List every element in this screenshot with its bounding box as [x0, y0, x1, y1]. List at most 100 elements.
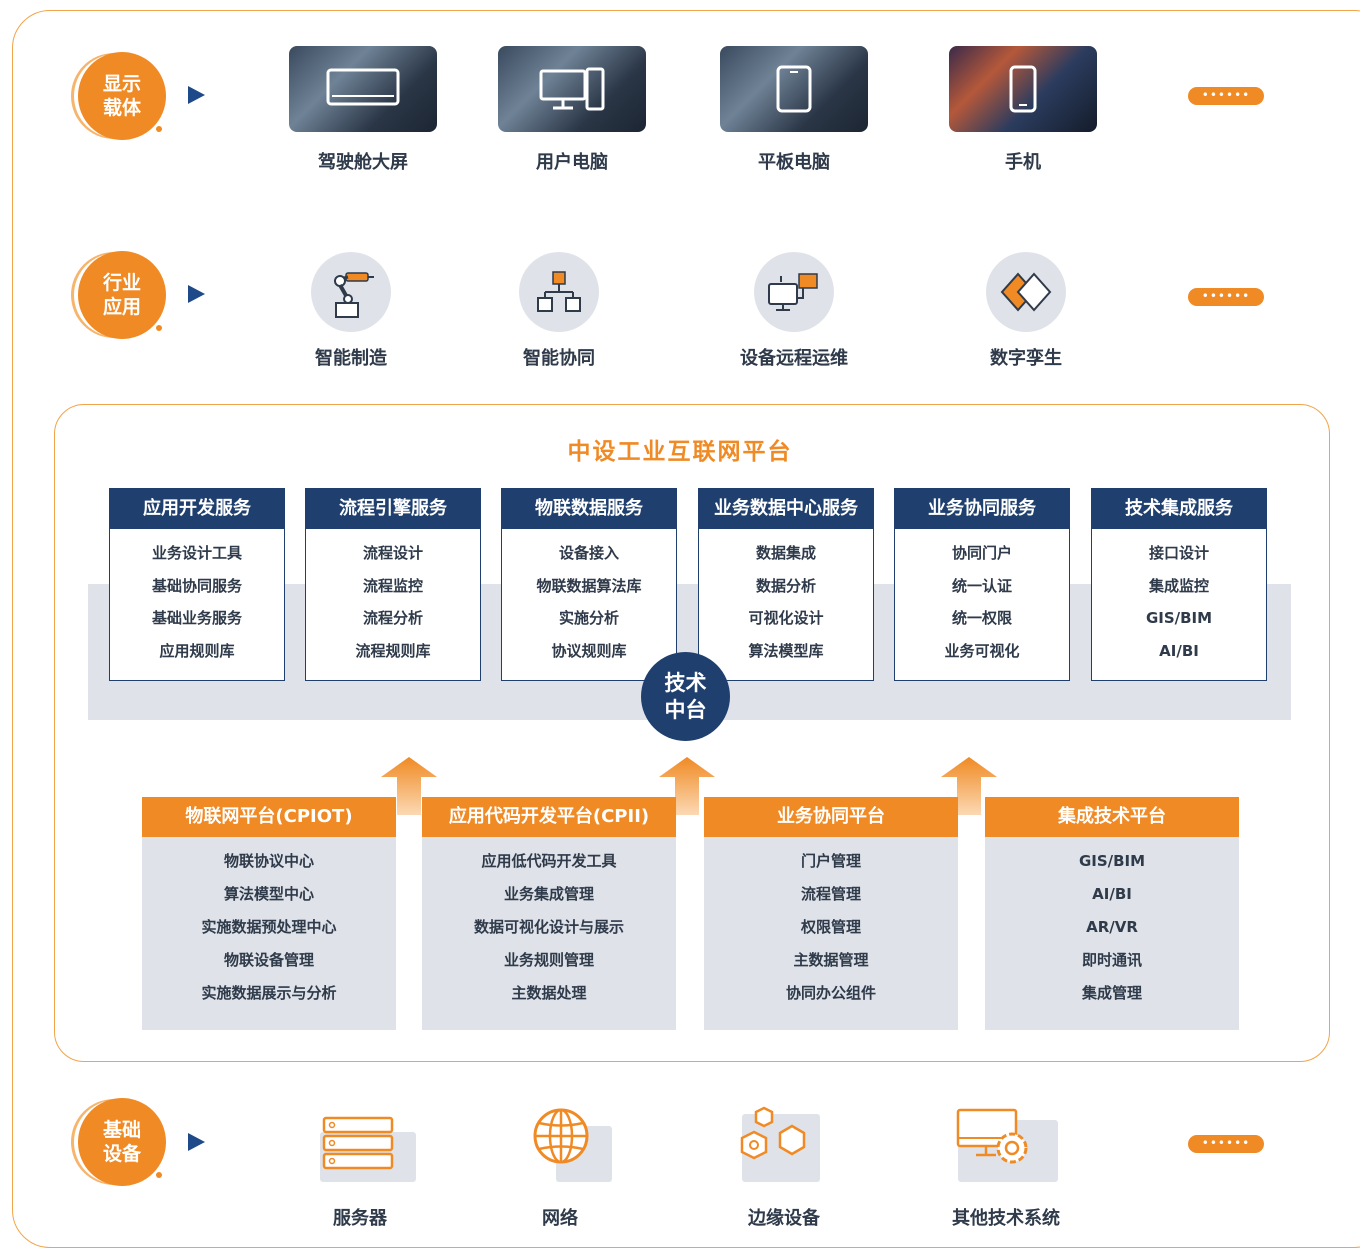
service-item: GIS/BIM [1145, 609, 1213, 627]
service-item: 基础协同服务 [151, 576, 242, 595]
service-item: 业务设计工具 [151, 544, 242, 562]
industry-application-badge: 行业应用 [78, 251, 166, 339]
tech-middle-hub: 技术中台 [641, 652, 730, 741]
sub-platform-item: 实施数据预处理中心 [201, 918, 337, 936]
sub-platform-item: 权限管理 [800, 918, 861, 936]
service-item: 业务可视化 [944, 641, 1020, 660]
up-arrow-icon [941, 757, 997, 815]
more-indicator: •••••• [1188, 1135, 1264, 1153]
infrastructure-badge: 基础设备 [78, 1098, 166, 1186]
service-item: 基础业务服务 [151, 609, 242, 627]
service-title: 应用开发服务 [110, 489, 284, 529]
twin-diamonds-icon [986, 252, 1066, 332]
device-label: 手机 [1005, 152, 1041, 173]
sub-platform-item: 业务集成管理 [503, 885, 594, 903]
row-arrow-icon [188, 1133, 205, 1151]
platform-frame [54, 404, 1330, 1062]
service-item: 流程分析 [362, 609, 423, 627]
sub-platform-item: 物联设备管理 [223, 951, 314, 969]
display-carrier-badge: 显示载体 [78, 52, 166, 140]
application-label: 数字孪生 [990, 348, 1062, 369]
remote-device-icon [754, 252, 834, 332]
service-title: 技术集成服务 [1092, 489, 1266, 529]
sub-platform-item: 主数据管理 [793, 951, 869, 969]
monitor-gear-icon [956, 1106, 1058, 1182]
service-title: 业务协同服务 [895, 489, 1069, 529]
service-item: 流程规则库 [355, 641, 431, 660]
up-arrow-icon [381, 757, 437, 815]
service-item: 统一权限 [951, 609, 1012, 627]
sub-platform-title: 业务协同平台 [704, 797, 958, 837]
service-item: 设备接入 [558, 544, 619, 562]
sub-platform-item: 门户管理 [800, 852, 861, 870]
sub-platform-item: 流程管理 [800, 885, 861, 903]
service-title: 物联数据服务 [502, 489, 676, 529]
sub-platform-box: 业务协同平台 门户管理 流程管理 权限管理 主数据管理 协同办公组件 [704, 797, 958, 1030]
infrastructure-label: 边缘设备 [748, 1208, 820, 1229]
sub-platform-item: AR/VR [1086, 918, 1138, 936]
mobile-phone-icon [1009, 65, 1037, 113]
service-item: 统一认证 [951, 576, 1012, 595]
service-item: 协同门户 [951, 544, 1012, 562]
sub-platform-item: 应用低代码开发工具 [481, 852, 617, 870]
sub-platform-item: 物联协议中心 [223, 852, 314, 870]
row-arrow-icon [188, 285, 205, 303]
sub-platform-title: 集成技术平台 [985, 797, 1239, 837]
service-item: 数据集成 [755, 544, 816, 562]
sub-platform-item: 即时通讯 [1081, 951, 1142, 969]
sub-platform-item: 业务规则管理 [503, 951, 594, 969]
application-label: 智能协同 [523, 348, 595, 369]
infrastructure-label: 服务器 [333, 1208, 387, 1229]
infrastructure-label: 其他技术系统 [952, 1208, 1060, 1229]
monitor-icon [326, 68, 400, 110]
sub-platform-item: AI/BI [1092, 885, 1132, 903]
application-label: 智能制造 [315, 348, 387, 369]
server-icon [318, 1106, 418, 1182]
service-title: 流程引擎服务 [306, 489, 480, 529]
row-arrow-icon [188, 86, 205, 104]
device-card-tablet [720, 46, 868, 132]
globe-icon [530, 1106, 630, 1182]
sub-platform-item: 协同办公组件 [785, 984, 876, 1002]
sub-platform-title: 应用代码开发平台(CPII) [422, 797, 676, 837]
service-item: 协议规则库 [551, 641, 627, 660]
desktop-computer-icon [539, 67, 605, 111]
device-label: 平板电脑 [758, 152, 830, 173]
device-label: 用户电脑 [536, 152, 608, 173]
device-card-cockpit-screen [289, 46, 437, 132]
sub-platform-item: 数据可视化设计与展示 [473, 918, 624, 936]
device-card-phone [949, 46, 1097, 132]
service-item: 接口设计 [1148, 544, 1209, 562]
tablet-icon [776, 65, 812, 113]
sub-platform-item: 实施数据展示与分析 [201, 984, 337, 1002]
service-item: 流程设计 [362, 544, 423, 562]
service-item: 流程监控 [362, 576, 423, 595]
org-chart-icon [519, 252, 599, 332]
service-item: 算法模型库 [748, 641, 824, 660]
sub-platform-item: 算法模型中心 [223, 885, 314, 903]
service-item: 应用规则库 [159, 641, 235, 660]
service-item: 数据分析 [755, 576, 816, 595]
device-label: 驾驶舱大屏 [318, 152, 408, 173]
service-box: 应用开发服务 业务设计工具 基础协同服务 基础业务服务 应用规则库 [109, 488, 285, 681]
service-box: 技术集成服务 接口设计 集成监控 GIS/BIM AI/BI [1091, 488, 1267, 681]
service-title: 业务数据中心服务 [699, 489, 873, 529]
sub-platform-box: 应用代码开发平台(CPII) 应用低代码开发工具 业务集成管理 数据可视化设计与… [422, 797, 676, 1030]
application-label: 设备远程运维 [740, 348, 848, 369]
device-card-user-pc [498, 46, 646, 132]
sub-platform-item: 主数据处理 [511, 984, 587, 1002]
more-indicator: •••••• [1188, 87, 1264, 105]
service-box: 物联数据服务 设备接入 物联数据算法库 实施分析 协议规则库 [501, 488, 677, 681]
more-indicator: •••••• [1188, 288, 1264, 306]
up-arrow-icon [659, 757, 715, 815]
sub-platform-item: GIS/BIM [1078, 852, 1146, 870]
sub-platform-title: 物联网平台(CPIOT) [142, 797, 396, 837]
service-item: 可视化设计 [748, 609, 824, 627]
infrastructure-label: 网络 [542, 1208, 578, 1229]
sub-platform-item: 集成管理 [1081, 984, 1142, 1002]
service-item: 实施分析 [558, 609, 619, 627]
sub-platform-box: 物联网平台(CPIOT) 物联协议中心 算法模型中心 实施数据预处理中心 物联设… [142, 797, 396, 1030]
service-item: 集成监控 [1148, 576, 1209, 595]
hexagons-icon [734, 1106, 834, 1182]
robot-arm-icon [311, 252, 391, 332]
